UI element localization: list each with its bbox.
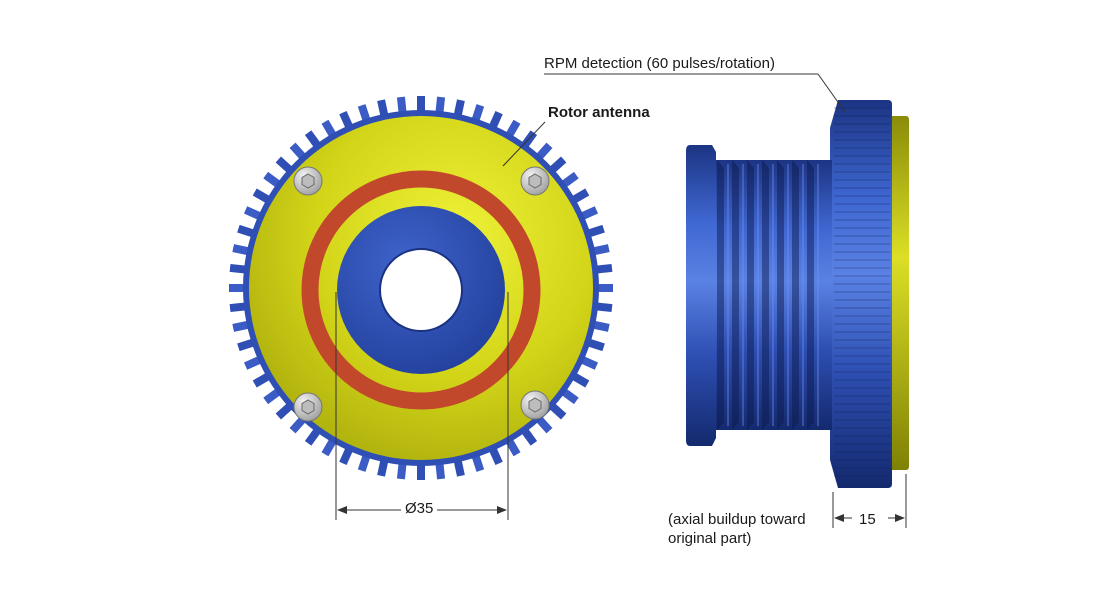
bolt-bottom-left	[293, 392, 323, 422]
rotor-antenna-label: Rotor antenna	[548, 104, 650, 121]
bolt-top-left	[293, 166, 323, 196]
tooth	[229, 302, 249, 313]
bolt-bottom-right	[520, 390, 550, 420]
side-yellow-rim	[888, 116, 909, 470]
side-groove-body	[712, 160, 832, 430]
rpm-detection-label: RPM detection (60 pulses/rotation)	[544, 55, 775, 72]
pulley-groove	[717, 160, 724, 430]
rotor-antenna-leader	[502, 121, 546, 167]
pulley-groove	[762, 160, 769, 430]
width-label: 15	[857, 511, 878, 529]
tooth	[435, 460, 446, 480]
pulley-groove	[777, 160, 784, 430]
tooth	[229, 284, 247, 292]
tooth	[595, 284, 613, 292]
pulley-groove	[747, 160, 754, 430]
axial-note-line1: (axial buildup toward	[668, 511, 806, 528]
center-bore	[379, 248, 463, 332]
axial-note-line2: original part)	[668, 530, 752, 547]
bolt-top-right	[520, 166, 550, 196]
side-view	[544, 73, 909, 528]
diameter-label: Ø35	[401, 500, 438, 518]
front-view	[229, 96, 613, 520]
rpm-leader-diagonal	[817, 73, 846, 113]
tooth	[396, 96, 407, 116]
rotor-antenna-ring	[301, 170, 541, 410]
tooth	[417, 462, 425, 480]
pulley-grooves	[717, 160, 819, 430]
pulley-groove	[732, 160, 739, 430]
pulley-groove	[807, 160, 814, 430]
tooth	[593, 302, 613, 313]
pulley-groove	[792, 160, 799, 430]
side-toothed-ring	[830, 100, 892, 488]
tooth	[229, 263, 249, 274]
tooth	[435, 96, 446, 116]
tooth	[396, 460, 407, 480]
side-front-flange	[686, 145, 716, 446]
tooth	[593, 263, 613, 274]
tooth	[417, 96, 425, 114]
side-teeth-lines	[834, 107, 890, 477]
